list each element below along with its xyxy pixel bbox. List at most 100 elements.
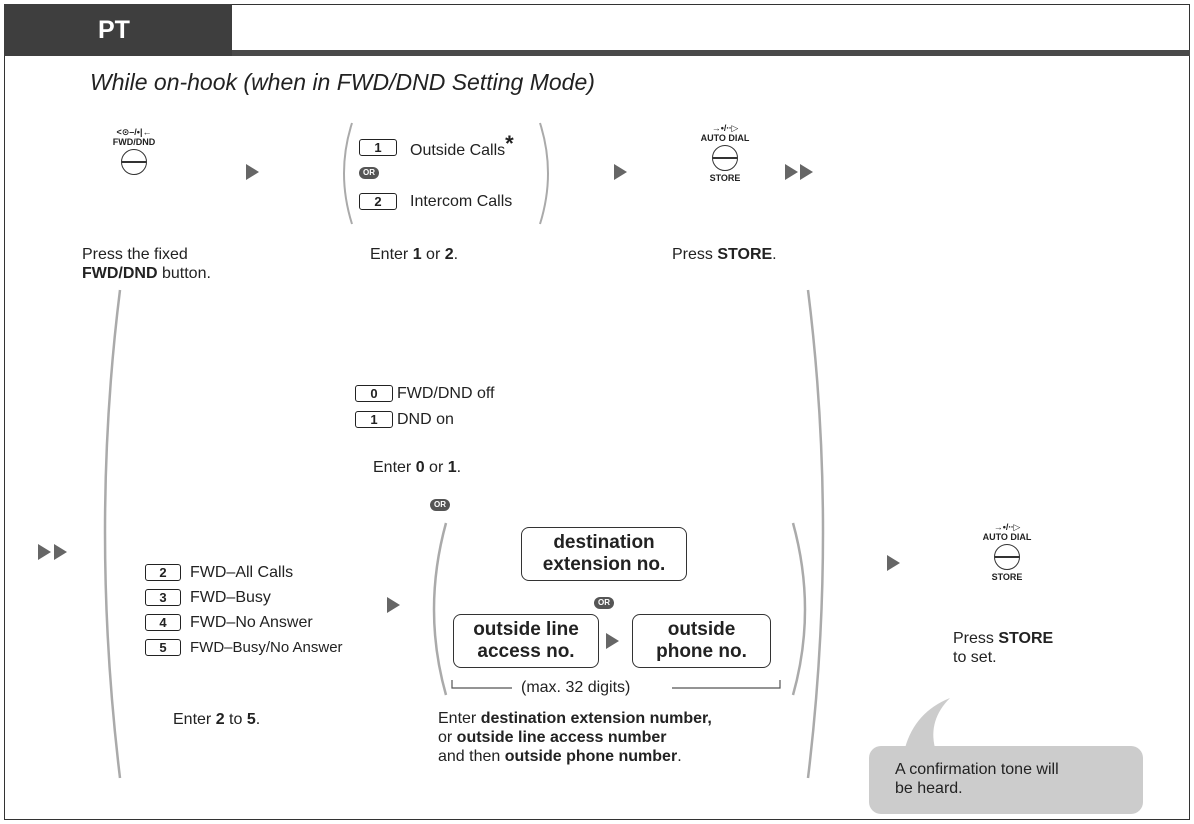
dc3-bold: outside phone number bbox=[504, 748, 678, 765]
header-tab: PT bbox=[4, 4, 232, 56]
step2-right-paren bbox=[539, 122, 549, 225]
mode-caption-b2: 1 bbox=[447, 459, 457, 476]
step2-caption-pre: Enter bbox=[370, 246, 413, 263]
dest-left-paren bbox=[432, 522, 448, 696]
fwd-dnd-button-icon: <⊙–/•|← FWD/DND bbox=[104, 127, 164, 177]
phone-line2: phone no. bbox=[656, 641, 747, 662]
fwd-dnd-circle-icon bbox=[121, 149, 147, 175]
step1-caption-line2: FWD/DND button. bbox=[82, 264, 211, 283]
destination-ext-line2: extension no. bbox=[542, 554, 666, 575]
dc1-pre: Enter bbox=[438, 710, 481, 727]
auto-dial-symbol-icon: →•/∙∙▷ bbox=[711, 123, 739, 133]
dc2-bold: outside line access number bbox=[456, 729, 667, 746]
step3-caption-pre: Press bbox=[672, 246, 718, 263]
max-digits-bracket bbox=[451, 680, 781, 689]
auto-dial-symbol-icon: →•/∙∙▷ bbox=[993, 522, 1021, 532]
main-left-paren bbox=[103, 289, 122, 779]
dc3-post: . bbox=[677, 748, 682, 765]
fwd-caption: Enter 2 to 5. bbox=[173, 710, 260, 729]
store-circle-icon bbox=[994, 544, 1020, 570]
diagram-frame bbox=[4, 4, 1190, 820]
store-button-icon: →•/∙∙▷ AUTO DIAL STORE bbox=[690, 123, 760, 183]
key-3-icon: 3 bbox=[145, 589, 181, 606]
mode-caption: While on-hook (when in FWD/DND Setting M… bbox=[90, 69, 595, 95]
fwd-caption-b1: 2 bbox=[215, 711, 225, 728]
fwd-no-answer-label: FWD–No Answer bbox=[190, 614, 313, 631]
step2-caption-b2: 2 bbox=[444, 246, 454, 263]
dest-right-paren bbox=[791, 522, 807, 696]
auto-dial-label: AUTO DIAL bbox=[982, 532, 1032, 542]
dc2-pre: or bbox=[438, 729, 457, 746]
key-1-icon: 1 bbox=[359, 139, 397, 156]
arrow-icon bbox=[246, 164, 259, 180]
key-2-icon: 2 bbox=[359, 193, 397, 210]
step2-caption-post: . bbox=[453, 246, 459, 263]
asterisk-mark: * bbox=[505, 131, 514, 156]
destination-extension-box: destination extension no. bbox=[521, 527, 687, 581]
fwd-busy-label: FWD–Busy bbox=[190, 589, 271, 606]
key-5-icon: 5 bbox=[145, 639, 181, 656]
key-4-icon: 4 bbox=[145, 614, 181, 631]
dc1-bold: destination extension number, bbox=[480, 710, 712, 727]
access-line2: access no. bbox=[477, 641, 575, 662]
fwd-caption-pre: Enter bbox=[173, 711, 216, 728]
outside-line-access-box: outside line access no. bbox=[453, 614, 599, 668]
key-0-icon: 0 bbox=[355, 385, 393, 402]
arrow-icon bbox=[606, 633, 619, 649]
header-rule bbox=[4, 50, 1190, 56]
fwd-caption-b2: 5 bbox=[246, 711, 256, 728]
store-circle-icon bbox=[712, 145, 738, 171]
mode-caption-b1: 0 bbox=[415, 459, 425, 476]
destination-caption-line2: or outside line access number bbox=[438, 728, 712, 747]
intercom-calls-label: Intercom Calls bbox=[410, 193, 513, 210]
final-caption-line2: to set. bbox=[953, 649, 997, 666]
final-caption-line1: Press STORE bbox=[953, 629, 1053, 648]
fc1-bold: STORE bbox=[998, 630, 1054, 647]
step1-caption-post: button. bbox=[157, 265, 211, 282]
mode-caption-post: . bbox=[456, 459, 462, 476]
header-bar: PT bbox=[4, 4, 1190, 56]
destination-caption-line1: Enter destination extension number, bbox=[438, 709, 712, 728]
arrow-icon bbox=[785, 164, 798, 180]
fc1-pre: Press bbox=[953, 630, 999, 647]
store-label: STORE bbox=[991, 572, 1023, 582]
or-badge: OR bbox=[359, 167, 379, 179]
step2-left-paren bbox=[343, 122, 353, 225]
destination-caption-line3: and then outside phone number. bbox=[438, 747, 712, 766]
mode-caption-enter: Enter 0 or 1. bbox=[373, 458, 461, 477]
mode-caption-mid: or bbox=[424, 459, 448, 476]
fwd-caption-post: . bbox=[255, 711, 261, 728]
step3-caption: Press STORE. bbox=[672, 245, 777, 264]
arrow-icon bbox=[38, 544, 51, 560]
arrow-icon bbox=[887, 555, 900, 571]
step2-caption-mid: or bbox=[421, 246, 445, 263]
or-badge: OR bbox=[430, 499, 450, 511]
fwd-caption-mid: to bbox=[224, 711, 247, 728]
arrow-icon bbox=[54, 544, 67, 560]
auto-dial-label: AUTO DIAL bbox=[700, 133, 750, 143]
fwd-dnd-icon-label: FWD/DND bbox=[112, 137, 156, 147]
outside-phone-box: outside phone no. bbox=[632, 614, 771, 668]
tone-line2: be heard. bbox=[895, 780, 963, 797]
fwd-dnd-symbol-icon: <⊙–/•|← bbox=[116, 127, 152, 137]
confirmation-tone-bubble: A confirmation tone will be heard. bbox=[869, 746, 1143, 814]
bubble-tail bbox=[905, 698, 950, 748]
arrow-icon bbox=[387, 597, 400, 613]
access-line1: outside line bbox=[473, 619, 579, 640]
tone-line1: A confirmation tone will bbox=[895, 761, 1059, 778]
store-button-icon: →•/∙∙▷ AUTO DIAL STORE bbox=[972, 522, 1042, 582]
dnd-on-label: DND on bbox=[397, 411, 454, 428]
outside-calls-text: Outside Calls bbox=[410, 142, 506, 159]
key-2-icon: 2 bbox=[145, 564, 181, 581]
key-1-icon: 1 bbox=[355, 411, 393, 428]
destination-caption: Enter destination extension number, or o… bbox=[438, 709, 712, 766]
phone-line1: outside bbox=[667, 619, 736, 640]
fwd-all-calls-label: FWD–All Calls bbox=[190, 564, 294, 581]
arrow-icon bbox=[614, 164, 627, 180]
outside-calls-label: Outside Calls* bbox=[410, 133, 514, 160]
step2-caption-b1: 1 bbox=[412, 246, 422, 263]
step3-caption-post: . bbox=[772, 246, 777, 263]
final-caption: Press STORE to set. bbox=[953, 629, 1053, 667]
dc3-pre: and then bbox=[438, 748, 505, 765]
